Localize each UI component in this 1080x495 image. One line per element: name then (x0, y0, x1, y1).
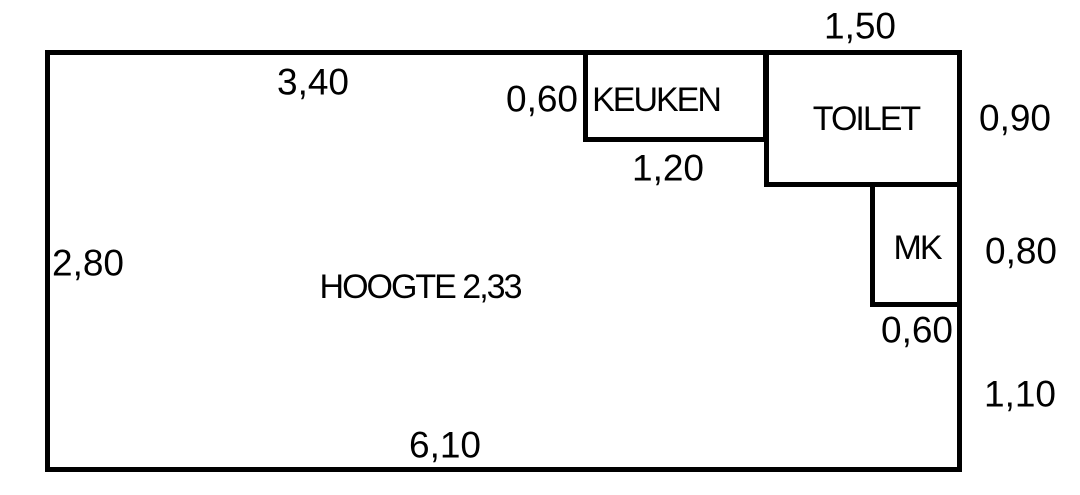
height-note-label: HOOGTE 2,33 (319, 268, 523, 306)
dim-label-wall-top-left: 3,40 (276, 61, 350, 103)
dim-label-wall-left: 2,80 (51, 242, 125, 284)
dim-label-mk-width-bottom: 0,60 (880, 309, 954, 351)
dim-label-mk-height-right: 0,80 (984, 230, 1058, 272)
dim-label-keuken-width-bottom: 1,20 (631, 147, 705, 189)
dim-label-wall-bottom: 6,10 (408, 424, 482, 466)
dim-label-toilet-height-right: 0,90 (978, 97, 1052, 139)
dim-label-wall-right-lower: 1,10 (983, 373, 1057, 415)
room-label-mk: MK (893, 229, 943, 267)
toilet-box (764, 50, 962, 187)
mk-box (870, 182, 962, 307)
dim-label-keuken-offset-left: 0,60 (505, 78, 579, 120)
dim-label-toilet-width-top: 1,50 (823, 5, 897, 47)
room-label-keuken: KEUKEN (592, 81, 722, 119)
room-label-toilet: TOILET (812, 100, 921, 138)
